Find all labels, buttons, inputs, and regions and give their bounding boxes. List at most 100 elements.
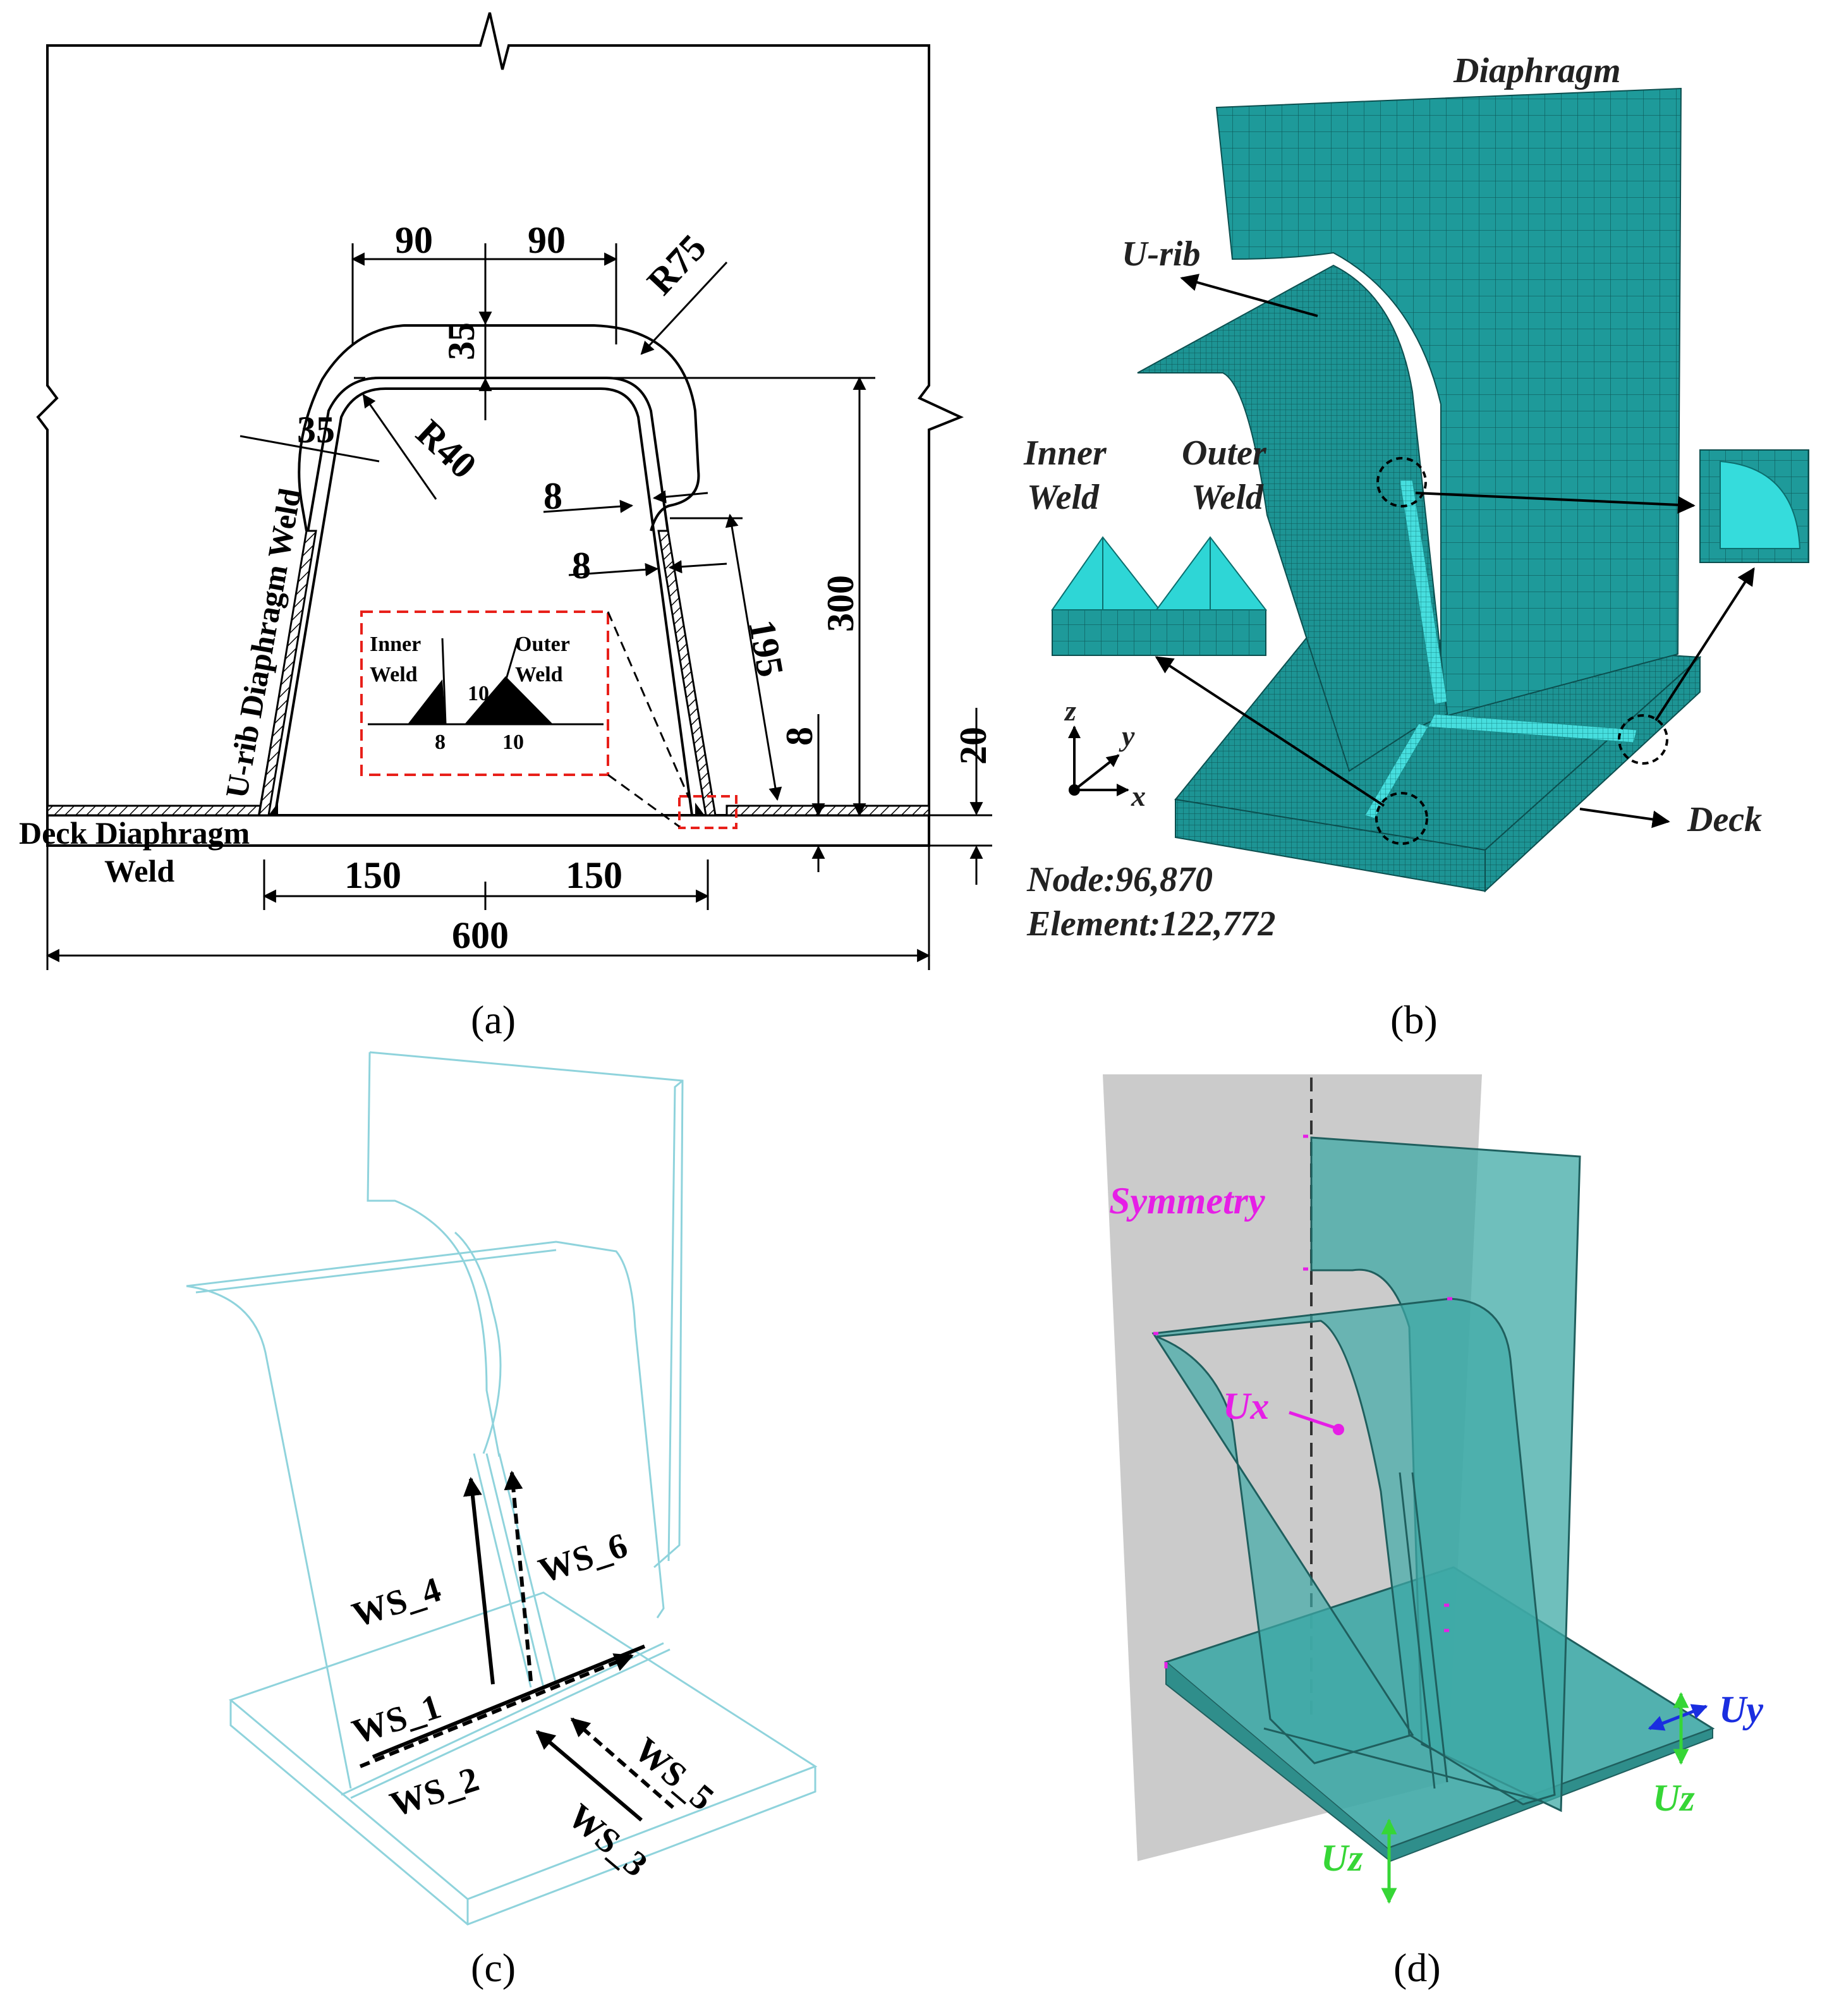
- panel-d: Symmetry Ux Uy Uz Uz (d): [1103, 1074, 1763, 1990]
- u-rib-inner: [274, 387, 693, 816]
- detail-outer-weld: [464, 676, 553, 724]
- inner-weld-left-base: [269, 803, 278, 815]
- diaphragm-wireframe: [367, 1051, 684, 1569]
- leader-corner: [1415, 492, 1696, 514]
- dim-195-line: [725, 513, 782, 801]
- detail-box: [360, 610, 609, 776]
- detail-dim-8: 8: [435, 731, 446, 754]
- inner-weld-right-base: [695, 803, 705, 815]
- deck-weld-right: [725, 805, 930, 817]
- urib-diaphragm-weld-mesh: [1399, 480, 1448, 705]
- detail-leader-1: [607, 611, 690, 798]
- dim-r75: R75: [639, 226, 714, 303]
- inset-corner-weld: [1699, 449, 1809, 563]
- r40-leader: [362, 394, 437, 500]
- label-ws6: WS_6: [534, 1526, 632, 1591]
- u-rib-outer: [258, 377, 709, 816]
- leader-deck: [1579, 808, 1670, 829]
- circle-weld-right: [1618, 714, 1668, 765]
- u-rib-diaphragm-weld-left: [258, 530, 317, 817]
- deck-weld-left: [46, 805, 270, 817]
- caption-a: (a): [471, 997, 516, 1042]
- r75-leader: [640, 261, 728, 355]
- ws4-arrow: [463, 1477, 495, 1685]
- label-symmetry: Symmetry: [1109, 1180, 1265, 1222]
- label-outer-weld-2: Weld: [1191, 478, 1264, 517]
- panel-b: z y x Diaphragm U-rib Inner Weld Outer W…: [1023, 51, 1809, 1042]
- detail-leader-2: [607, 774, 680, 828]
- dim-8-a-line-2: [652, 490, 708, 504]
- dim-600: 600: [452, 914, 509, 956]
- caption-c: (c): [471, 1945, 516, 1990]
- dim-8-b-line-2: [668, 560, 727, 574]
- label-deck: Deck: [1687, 800, 1762, 839]
- detail-dim-10a: 10: [468, 682, 489, 705]
- deck-diaphragm-weld-label-2: Weld: [104, 853, 174, 889]
- leader-corner-2: [1654, 567, 1755, 722]
- label-u-rib: U-rib: [1122, 234, 1200, 274]
- ws6-arrow: [504, 1471, 533, 1682]
- deck-diaphragm-weld-label-1: Deck Diaphragm: [19, 815, 250, 851]
- urib-weld-wireframe: [473, 1453, 557, 1688]
- deck-weld-mesh-2: [1364, 723, 1429, 819]
- dim-35-side-line: [240, 435, 380, 463]
- deck-mesh-side: [1484, 655, 1701, 893]
- deck-weld-mesh-1: [1428, 713, 1637, 743]
- circle-weld-bottom: [1375, 792, 1428, 845]
- dim-150-left: 150: [344, 854, 401, 896]
- label-outer-weld-1: Outer: [1182, 434, 1267, 473]
- diaphragm-mesh: [1215, 87, 1682, 719]
- dim-8-b-line: [568, 562, 659, 576]
- detail-dim-10b: 10: [502, 731, 524, 754]
- label-uy: Uy: [1719, 1689, 1763, 1730]
- label-ws2: WS_2: [385, 1759, 483, 1825]
- axis-z-label: z: [1064, 695, 1076, 727]
- label-ux: Ux: [1223, 1385, 1269, 1427]
- label-ws4: WS_4: [348, 1570, 446, 1635]
- dim-300: 300: [820, 575, 861, 632]
- deck-weld-wireframe: [341, 1642, 671, 1799]
- dim-90-right: 90: [528, 219, 566, 261]
- label-inner-weld-1: Inner: [1023, 434, 1107, 473]
- ux-arrow: [1289, 1411, 1337, 1430]
- caption-d: (d): [1393, 1945, 1441, 1990]
- dim-35-top: 35: [440, 322, 482, 360]
- label-ws1: WS_1: [348, 1687, 446, 1752]
- dim-8-c: 8: [779, 727, 820, 746]
- leader-section: [1155, 656, 1385, 807]
- coordinate-triad: z y x: [1064, 695, 1146, 812]
- u-rib-wireframe: [186, 1231, 665, 1789]
- caption-b: (b): [1390, 997, 1438, 1042]
- label-ws5: WS_5: [627, 1730, 722, 1818]
- cope-hole: [298, 324, 700, 531]
- panel-c: WS_1 WS_2 WS_3 WS_4 WS_5 WS_6 (c): [186, 1051, 818, 1990]
- dim-8-a: 8: [543, 475, 562, 517]
- diaphragm-outline: [36, 12, 964, 815]
- leader-urib: [1180, 274, 1318, 317]
- detail-outer-label-2: Weld: [515, 663, 563, 686]
- inset-weld-section: [1051, 536, 1268, 656]
- deck-wireframe: [229, 1591, 818, 1926]
- detail-box-small: [678, 795, 737, 829]
- dim-8-a-line: [543, 499, 634, 513]
- detail-inner-plate: [441, 638, 447, 725]
- label-node-count: Node:96,870: [1026, 860, 1213, 899]
- dim-20: 20: [952, 727, 994, 765]
- ws1-arrow: [359, 1653, 634, 1768]
- axis-y-label: y: [1119, 720, 1135, 752]
- ux-arrow-head: [1333, 1424, 1344, 1435]
- dim-35-side: 35: [297, 409, 335, 451]
- label-diaphragm: Diaphragm: [1453, 51, 1621, 90]
- u-rib-mesh: [1137, 264, 1448, 772]
- ws2-arrow: [372, 1644, 646, 1759]
- label-uz-right: Uz: [1653, 1777, 1695, 1819]
- ws5-arrow: [570, 1717, 674, 1809]
- label-element-count: Element:122,772: [1026, 904, 1276, 944]
- detail-inner-label-1: Inner: [370, 633, 421, 656]
- dim-150-right: 150: [566, 854, 622, 896]
- axis-x-label: x: [1131, 780, 1146, 812]
- u-rib-body: [1151, 1297, 1556, 1806]
- dim-90-left: 90: [395, 219, 433, 261]
- label-uz-bottom: Uz: [1321, 1837, 1363, 1879]
- detail-inner-label-2: Weld: [370, 663, 418, 686]
